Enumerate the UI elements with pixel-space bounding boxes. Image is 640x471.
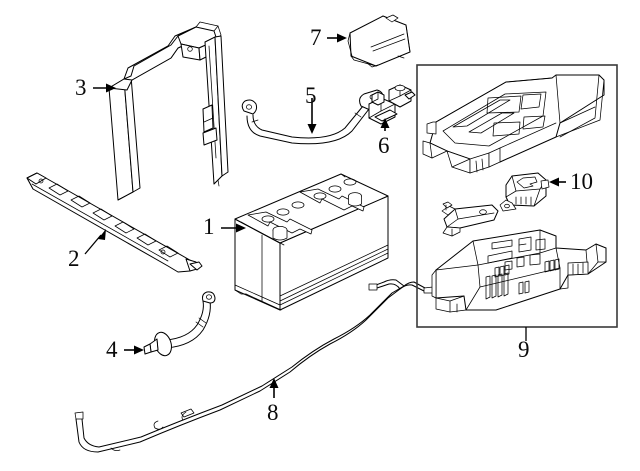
callout-number-3: 3 — [75, 75, 87, 100]
callout-number-2: 2 — [68, 246, 80, 271]
part-1-battery — [234, 173, 389, 311]
part-10-relay — [499, 172, 550, 212]
callout-number-6: 6 — [378, 133, 390, 158]
leader-5 — [307, 98, 317, 134]
callout-number-5: 5 — [305, 83, 317, 108]
leader-8 — [269, 378, 279, 398]
leader-7 — [327, 33, 347, 43]
part-2-hold-down-rail — [26, 172, 203, 273]
callout-number-8: 8 — [267, 400, 279, 425]
callout-number-9: 9 — [518, 337, 530, 362]
leader-1 — [221, 223, 246, 233]
part-5-battery-cable — [241, 89, 384, 145]
leader-3 — [93, 83, 116, 93]
part-9-fuse-box-body — [431, 229, 607, 313]
part-8-wiring-harness — [74, 279, 434, 453]
part-9-fuse-box-cover — [422, 74, 605, 174]
leader-6 — [380, 118, 390, 131]
leader-4 — [124, 345, 144, 355]
part-7-module-cover — [347, 14, 411, 68]
part-4-vent-tube — [143, 291, 216, 357]
fuse-box-inset-frame — [416, 64, 618, 328]
leader-10 — [549, 177, 566, 187]
leader-2 — [84, 229, 106, 255]
callout-number-4: 4 — [106, 337, 118, 362]
callout-number-7: 7 — [310, 25, 322, 50]
callout-number-10: 10 — [570, 169, 593, 194]
part-6-terminal-clamp — [368, 84, 416, 125]
part-3-battery-bracket — [108, 21, 229, 201]
callout-number-1: 1 — [203, 214, 215, 239]
fuse-box-mounting-bracket — [441, 201, 499, 237]
